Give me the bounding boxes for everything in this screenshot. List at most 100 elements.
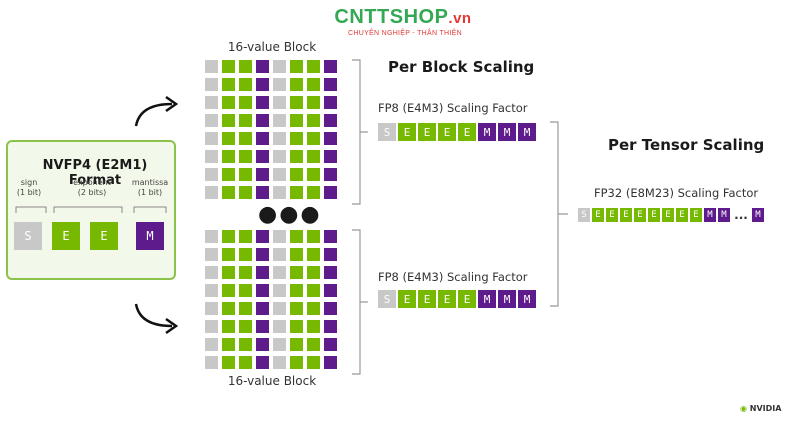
exponent-cell bbox=[307, 150, 320, 163]
sign-cell bbox=[273, 248, 286, 261]
exponent-cell bbox=[290, 266, 303, 279]
sign-cell bbox=[273, 168, 286, 181]
sign-cell bbox=[205, 302, 218, 315]
mantissa-cell bbox=[256, 284, 269, 297]
watermark-title: CNTTSHOP.vn bbox=[334, 6, 472, 28]
sign-label: sign(1 bit) bbox=[16, 178, 42, 197]
exponent-bit: E bbox=[90, 222, 118, 250]
mantissa-cell bbox=[324, 150, 337, 163]
mantissa-bit: M bbox=[704, 208, 716, 222]
sign-cell bbox=[273, 356, 286, 369]
mantissa-cell bbox=[324, 78, 337, 91]
exponent-bit: E bbox=[398, 290, 416, 308]
mantissa-bit: M bbox=[498, 123, 516, 141]
arrow-up-icon bbox=[134, 95, 179, 127]
mantissa-cell bbox=[324, 186, 337, 199]
exponent-cell bbox=[290, 338, 303, 351]
exponent-cell bbox=[222, 132, 235, 145]
mantissa-cell bbox=[256, 150, 269, 163]
exponent-cell bbox=[307, 230, 320, 243]
mantissa-cell bbox=[324, 302, 337, 315]
exponent-cell bbox=[239, 320, 252, 333]
exponent-bit: E bbox=[458, 123, 476, 141]
block-separator-dots: ●●● bbox=[258, 202, 322, 227]
mantissa-bit: M bbox=[478, 290, 496, 308]
exponent-bit: E bbox=[438, 290, 456, 308]
fp8-label-bottom: FP8 (E4M3) Scaling Factor bbox=[378, 270, 528, 284]
exponent-cell bbox=[307, 248, 320, 261]
mantissa-bit: M bbox=[498, 290, 516, 308]
exponent-cell bbox=[222, 60, 235, 73]
exponent-bit: E bbox=[676, 208, 688, 222]
mantissa-bit: M bbox=[752, 208, 764, 222]
exponent-cell bbox=[307, 114, 320, 127]
exponent-bit: E bbox=[648, 208, 660, 222]
sign-cell bbox=[205, 60, 218, 73]
exponent-cell bbox=[239, 356, 252, 369]
mantissa-bit: M bbox=[478, 123, 496, 141]
mantissa-cell bbox=[324, 230, 337, 243]
exponent-cell bbox=[290, 132, 303, 145]
exponent-cell bbox=[222, 338, 235, 351]
sign-cell bbox=[205, 284, 218, 297]
exponent-cell bbox=[290, 302, 303, 315]
exponent-cell bbox=[307, 356, 320, 369]
exponent-cell bbox=[290, 60, 303, 73]
mantissa-cell bbox=[324, 248, 337, 261]
block-label-top: 16-value Block bbox=[227, 40, 317, 54]
arrow-down-icon bbox=[134, 303, 179, 335]
mantissa-cell bbox=[256, 266, 269, 279]
sign-cell bbox=[273, 78, 286, 91]
sign-cell bbox=[205, 230, 218, 243]
format-title: NVFP4 (E2M1) Format bbox=[42, 158, 148, 188]
exponent-cell bbox=[290, 356, 303, 369]
exponent-cell bbox=[222, 284, 235, 297]
mantissa-cell bbox=[256, 96, 269, 109]
sign-cell bbox=[273, 132, 286, 145]
field-braces bbox=[15, 206, 167, 213]
exponent-cell bbox=[307, 60, 320, 73]
exponent-cell bbox=[239, 168, 252, 181]
sign-cell bbox=[205, 356, 218, 369]
exponent-bit: E bbox=[52, 222, 80, 250]
exponent-cell bbox=[222, 248, 235, 261]
exponent-cell bbox=[239, 284, 252, 297]
exponent-bit: E bbox=[458, 290, 476, 308]
block-grid-top bbox=[205, 60, 337, 199]
exponent-cell bbox=[222, 266, 235, 279]
exponent-cell bbox=[290, 96, 303, 109]
exponent-cell bbox=[222, 168, 235, 181]
exponent-cell bbox=[239, 114, 252, 127]
exponent-cell bbox=[290, 230, 303, 243]
mantissa-cell bbox=[256, 248, 269, 261]
mantissa-cell bbox=[324, 132, 337, 145]
mantissa-cell bbox=[324, 284, 337, 297]
exponent-bit: E bbox=[606, 208, 618, 222]
format-box bbox=[6, 140, 176, 280]
mantissa-cell bbox=[256, 60, 269, 73]
exponent-cell bbox=[307, 168, 320, 181]
sign-cell bbox=[273, 96, 286, 109]
sign-bit: S bbox=[578, 208, 590, 222]
mantissa-bit: M bbox=[518, 123, 536, 141]
exponent-cell bbox=[307, 266, 320, 279]
exponent-cell bbox=[222, 78, 235, 91]
mantissa-bit: M bbox=[136, 222, 164, 250]
exponent-cell bbox=[239, 78, 252, 91]
exponent-cell bbox=[222, 186, 235, 199]
exponent-cell bbox=[239, 338, 252, 351]
exponent-cell bbox=[290, 284, 303, 297]
exponent-cell bbox=[239, 150, 252, 163]
exponent-bit: E bbox=[620, 208, 632, 222]
exponent-bit: E bbox=[634, 208, 646, 222]
exponent-cell bbox=[307, 284, 320, 297]
mantissa-cell bbox=[324, 320, 337, 333]
sign-cell bbox=[273, 338, 286, 351]
exponent-cell bbox=[290, 78, 303, 91]
mantissa-cell bbox=[256, 356, 269, 369]
exponent-cell bbox=[290, 320, 303, 333]
sign-cell bbox=[273, 302, 286, 315]
